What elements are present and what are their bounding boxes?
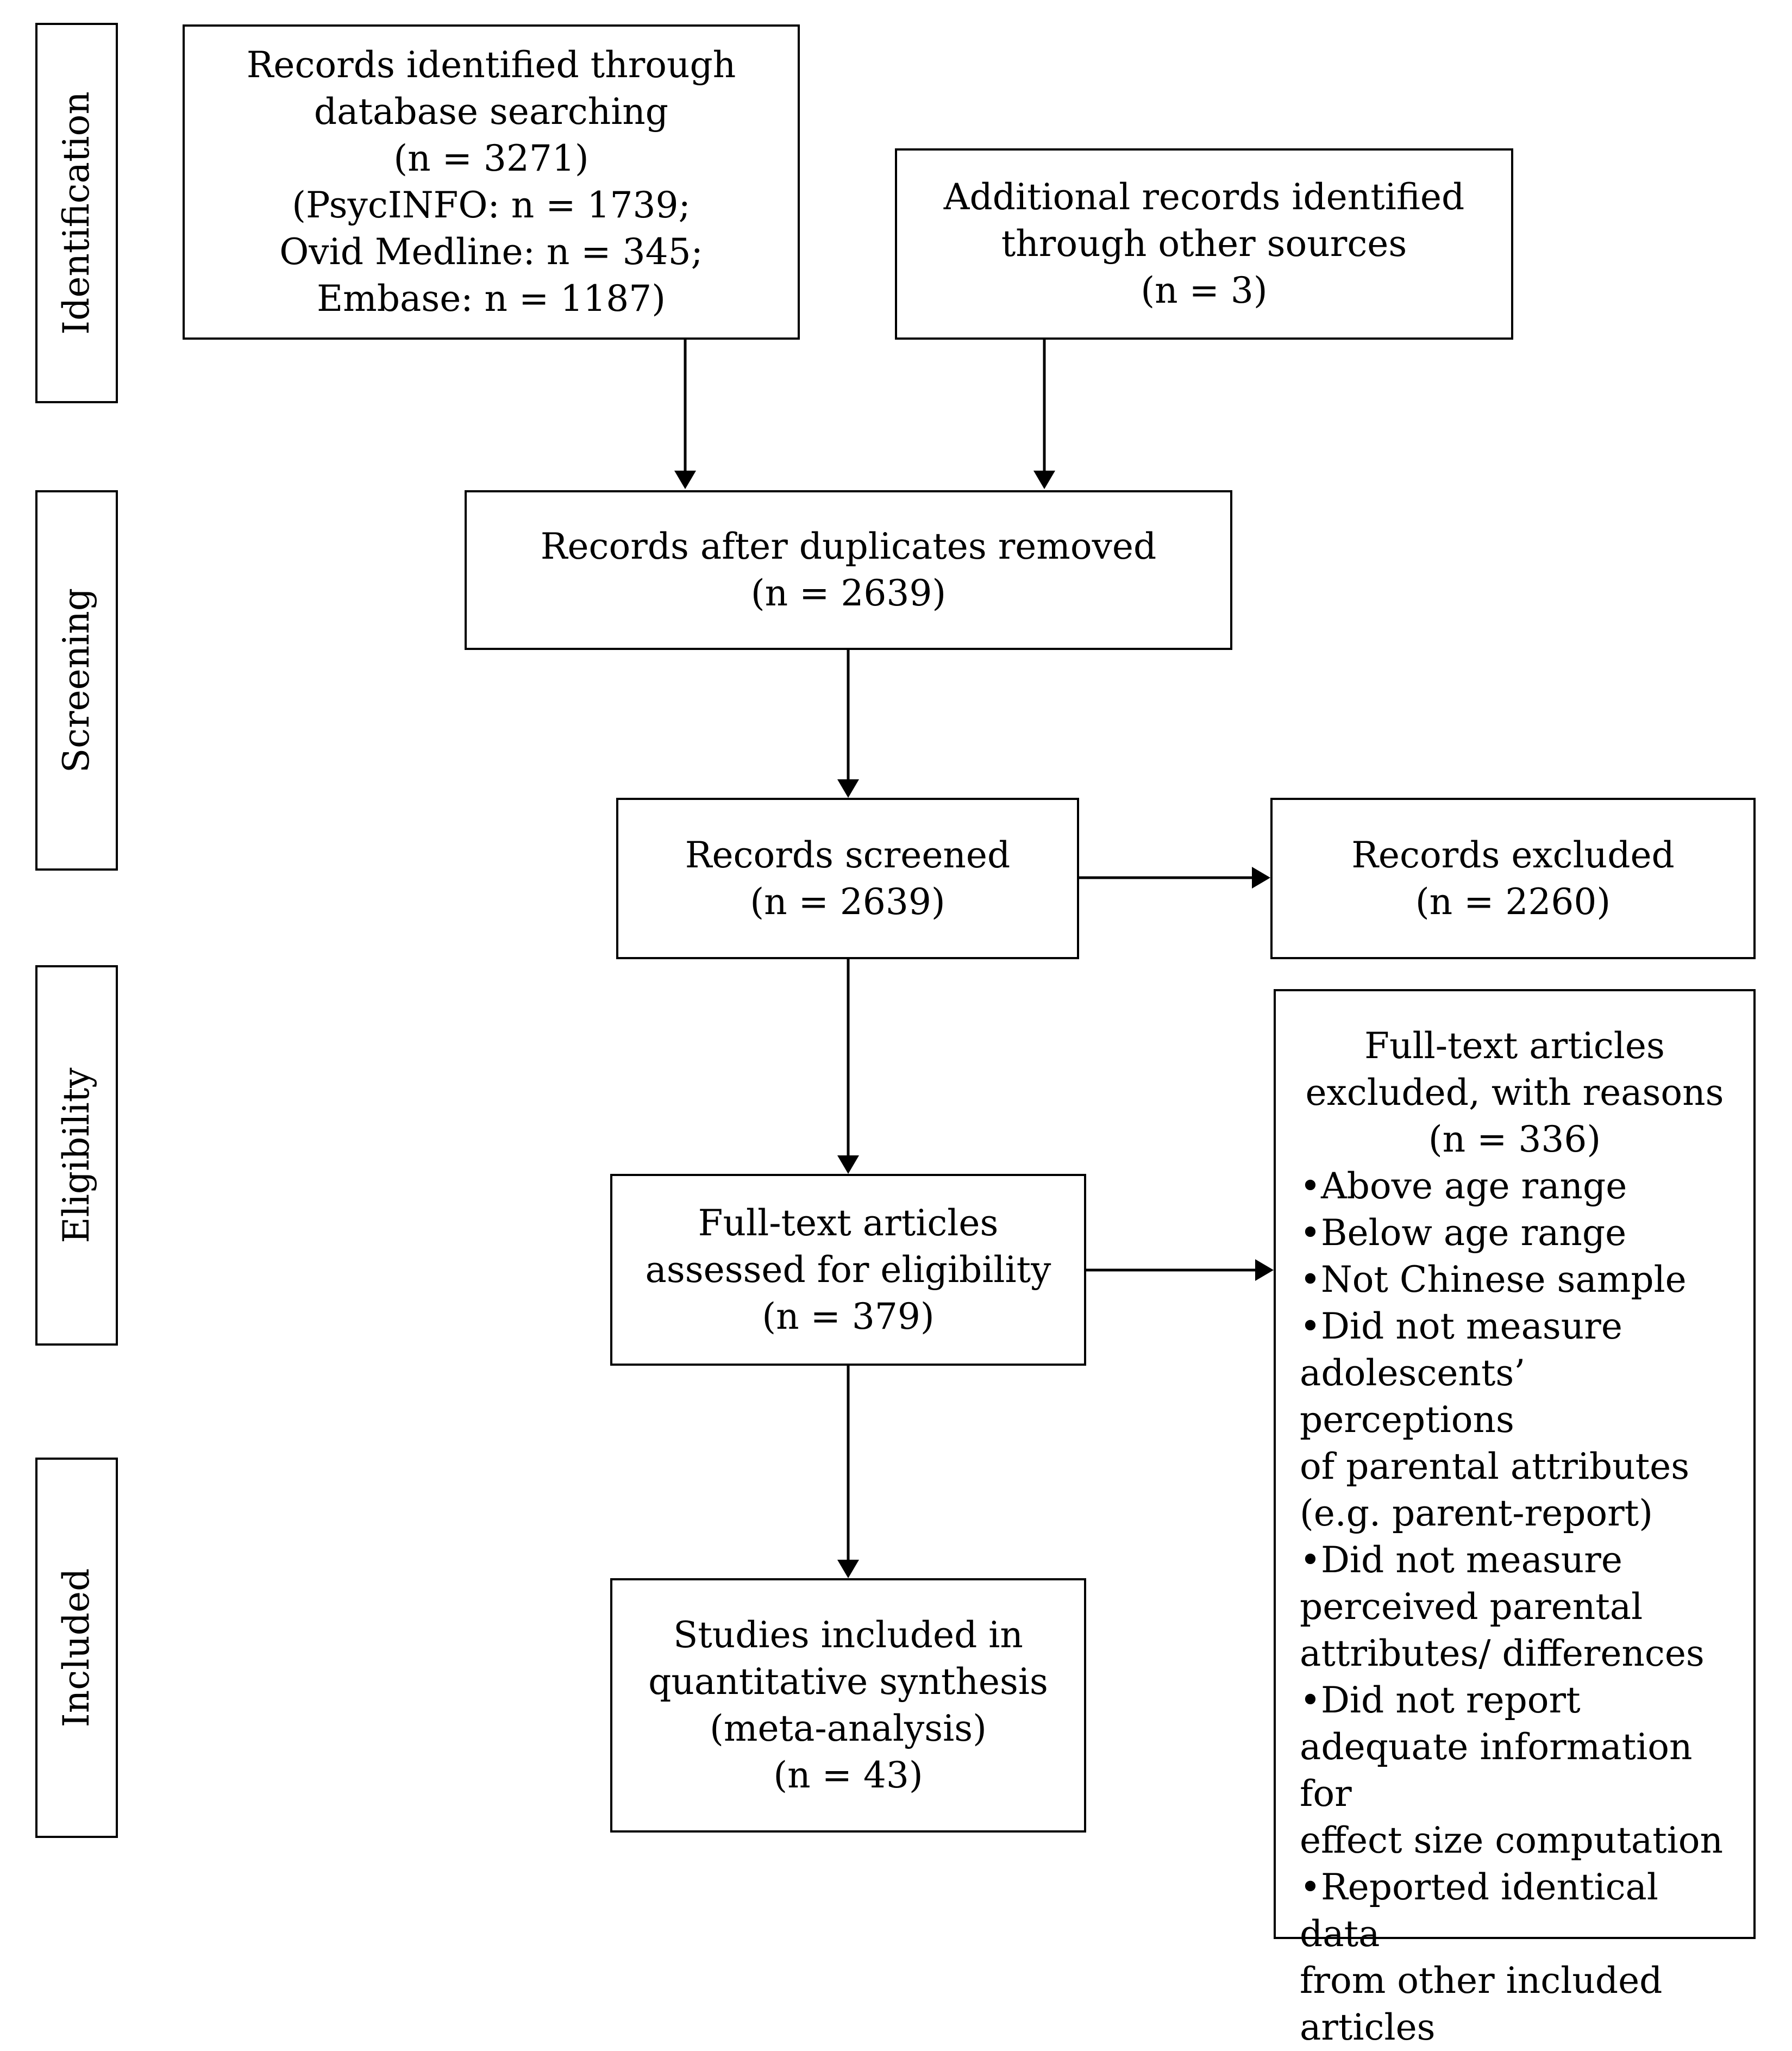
stage-identification: Identification bbox=[35, 23, 118, 403]
exclusion-reason: Did not report adequate information for … bbox=[1300, 1677, 1743, 1864]
dedup-line-1: Records after duplicates removed bbox=[540, 526, 1157, 567]
exclusion-reason: Below age range bbox=[1300, 1210, 1743, 1256]
exclusion-reason: Above age range bbox=[1300, 1163, 1743, 1210]
box-database-records: Records identified through database sear… bbox=[183, 24, 800, 340]
box-studies-included: Studies included in quantitative synthes… bbox=[610, 1578, 1086, 1833]
excluded-line-2: (n = 2260) bbox=[1415, 880, 1611, 923]
box-records-screened: Records screened (n = 2639) bbox=[616, 798, 1079, 959]
exclusion-reason: Reported identical data from other inclu… bbox=[1300, 1864, 1743, 2051]
arrowhead-other-to-dedup bbox=[1033, 471, 1055, 489]
database-line-3: (n = 3271) bbox=[393, 137, 589, 179]
stage-screening: Screening bbox=[35, 490, 118, 871]
screened-line-2: (n = 2639) bbox=[750, 880, 945, 923]
dedup-line-2: (n = 2639) bbox=[750, 572, 947, 614]
database-line-4: (PsycINFO: n = 1739; bbox=[292, 184, 691, 226]
other-sources-line-1: Additional records identified bbox=[943, 176, 1465, 218]
box-other-sources: Additional records identified through ot… bbox=[895, 148, 1513, 340]
exclusion-reason: Not Chinese sample bbox=[1300, 1256, 1743, 1303]
arrowhead-fulltext-to-included bbox=[837, 1560, 859, 1578]
database-line-6: Embase: n = 1187) bbox=[317, 278, 666, 320]
included-line-1: Studies included in bbox=[673, 1614, 1023, 1656]
database-line-2: database searching bbox=[314, 91, 669, 133]
exclusion-reason: Did not measure perceived parental attri… bbox=[1300, 1537, 1743, 1677]
stage-included: Included bbox=[35, 1458, 118, 1838]
exclusion-reasons-list: Above age range Below age range Not Chin… bbox=[1276, 1163, 1753, 2051]
included-line-3: (meta-analysis) bbox=[710, 1708, 987, 1749]
screened-line-1: Records screened bbox=[685, 834, 1011, 876]
other-sources-line-2: through other sources bbox=[1001, 223, 1407, 265]
arrowhead-fulltext-to-excluded bbox=[1255, 1259, 1274, 1281]
included-line-2: quantitative synthesis bbox=[648, 1661, 1048, 1703]
exclusion-reason: Did not measure adolescents’ perceptions… bbox=[1300, 1303, 1743, 1537]
stage-eligibility: Eligibility bbox=[35, 965, 118, 1346]
fulltext-excluded-heading-1: Full-text articles bbox=[1364, 1025, 1665, 1067]
box-records-excluded: Records excluded (n = 2260) bbox=[1270, 798, 1756, 959]
fulltext-line-2: assessed for eligibility bbox=[645, 1248, 1051, 1291]
box-duplicates-removed: Records after duplicates removed (n = 26… bbox=[465, 490, 1232, 650]
database-line-1: Records identified through bbox=[246, 44, 736, 86]
arrowhead-screened-to-excluded bbox=[1252, 867, 1270, 889]
other-sources-line-3: (n = 3) bbox=[1141, 270, 1268, 311]
database-line-5: Ovid Medline: n = 345; bbox=[279, 231, 703, 273]
flow-arrows bbox=[674, 339, 1274, 1578]
fulltext-line-3: (n = 379) bbox=[762, 1295, 935, 1337]
fulltext-line-1: Full-text articles bbox=[698, 1202, 999, 1244]
box-fulltext-assessed: Full-text articles assessed for eligibil… bbox=[610, 1174, 1086, 1366]
included-line-4: (n = 43) bbox=[773, 1754, 923, 1796]
excluded-line-1: Records excluded bbox=[1351, 834, 1675, 876]
arrowhead-screened-to-fulltext bbox=[837, 1155, 859, 1174]
arrowhead-dedup-to-screened bbox=[837, 779, 859, 798]
fulltext-excluded-heading-2: excluded, with reasons bbox=[1305, 1072, 1724, 1114]
fulltext-excluded-heading-3: (n = 336) bbox=[1428, 1118, 1601, 1160]
arrowhead-database-to-dedup bbox=[674, 471, 696, 489]
box-fulltext-excluded: Full-text articles excluded, with reason… bbox=[1274, 989, 1756, 2048]
